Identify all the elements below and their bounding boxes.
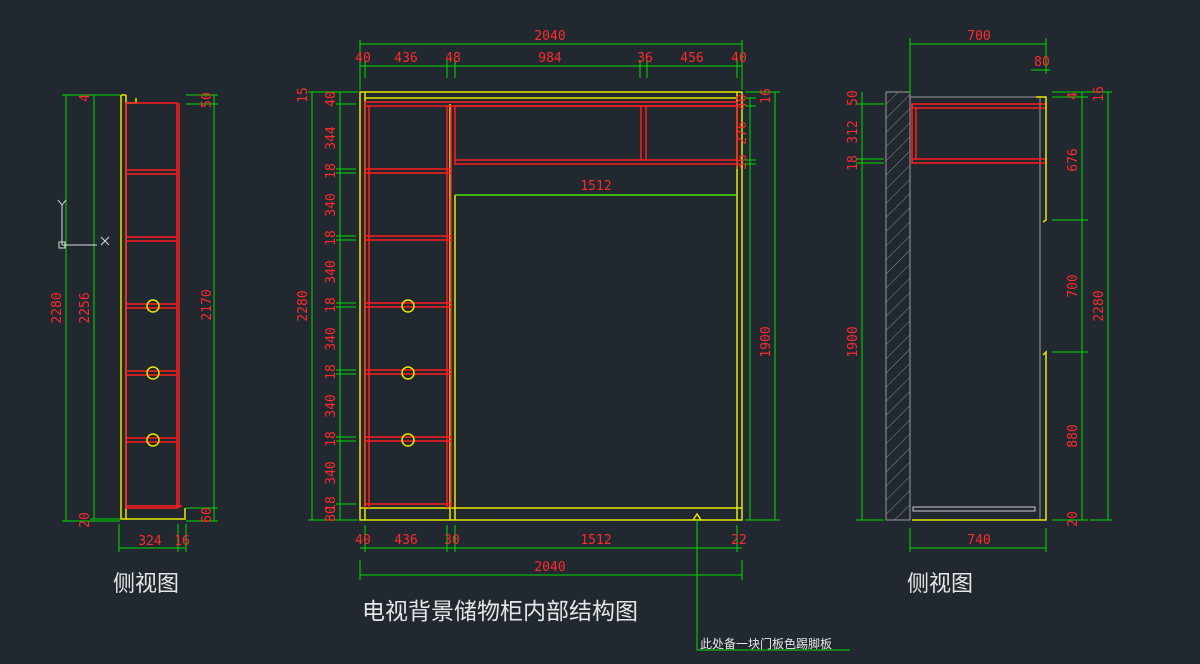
dim-main-left-seg-8: 18 (324, 297, 339, 313)
dim-main-top-total: 2040 (534, 29, 565, 44)
main-view-dimlines (308, 40, 850, 651)
main-view-shelves (364, 101, 738, 508)
dim-right-left-18: 18 (846, 155, 861, 171)
dim-left-4: 4 (78, 94, 93, 102)
dim-left-60: 60 (200, 507, 215, 523)
dim-right-700-top: 700 (967, 29, 990, 44)
dim-main-right-seg-4: 1900 (759, 326, 774, 357)
left-view-shelves (125, 102, 182, 509)
dim-main-left-seg-9: 340 (324, 327, 339, 350)
dim-main-bottom-seg-5: 22 (731, 533, 747, 548)
dim-main-bottom-seg-4: 1512 (580, 533, 611, 548)
dim-right-740: 740 (967, 533, 990, 548)
left-view-outline (120, 94, 186, 520)
dim-main-right-seg-2: 276 (735, 121, 750, 144)
right-view-shelves (911, 103, 1047, 164)
main-view-title: 电视背景储物柜内部结构图 (362, 599, 638, 625)
dim-left-324: 324 (138, 534, 162, 549)
dim-left-2170: 2170 (200, 289, 215, 320)
dim-right-right-16: 16 (1092, 86, 1107, 102)
dim-right-right-880: 880 (1066, 424, 1081, 447)
right-view-base (912, 506, 1036, 512)
dim-main-left-seg-12: 18 (324, 431, 339, 447)
dim-main-left-seg-4: 18 (324, 163, 339, 179)
main-view-dimtext: 2040 40 436 48 984 36 456 40 1512 40 436… (296, 29, 774, 575)
dim-main-left-seg-7: 340 (324, 260, 339, 283)
dim-main-left-seg-11: 340 (324, 394, 339, 417)
dim-main-top-seg-1: 40 (355, 51, 371, 66)
dim-main-bottom-total: 2040 (534, 560, 565, 575)
left-view-dimtext: 2280 2256 4 20 50 2170 60 324 16 (50, 92, 215, 549)
right-view-title: 侧视图 (907, 572, 974, 597)
dim-right-left-1900: 1900 (846, 326, 861, 357)
dim-main-top-seg-7: 40 (731, 51, 747, 66)
right-view-dimlines (856, 38, 1112, 552)
main-view-outline (359, 91, 743, 521)
dim-main-left-seg-15: 80 (324, 506, 339, 522)
dim-right-right-676: 676 (1066, 148, 1081, 171)
dim-left-2280: 2280 (50, 292, 65, 323)
dim-main-left-seg-1: 15 (296, 87, 311, 103)
left-view-title: 侧视图 (113, 572, 180, 597)
dim-left-20: 20 (78, 512, 93, 528)
dim-right-left-50: 50 (846, 90, 861, 106)
dim-main-top-seg-5: 36 (637, 51, 653, 66)
dim-main-right-seg-3: 36 (735, 154, 750, 170)
dim-main-left-seg-13: 340 (324, 461, 339, 484)
main-view-knobs (401, 299, 415, 447)
wall-section (885, 91, 911, 521)
dim-left-50: 50 (200, 92, 215, 108)
dim-left-16: 16 (174, 534, 190, 549)
right-view-doors (912, 96, 1047, 521)
dim-right-80: 80 (1034, 55, 1050, 70)
dim-main-right-seg-1: 40 (735, 94, 750, 110)
dim-main-top-seg-4: 984 (538, 51, 562, 66)
dim-right-right-2280: 2280 (1092, 290, 1107, 321)
dim-main-top-seg-3: 48 (445, 51, 461, 66)
dim-right-left-312: 312 (846, 120, 861, 143)
dim-main-left-seg-6: 18 (324, 230, 339, 246)
left-view-knobs (146, 299, 160, 447)
dim-main-bottom-seg-3: 30 (444, 533, 460, 548)
dim-main-left-seg-5: 340 (324, 193, 339, 216)
left-view-dimlines (62, 94, 218, 552)
dim-main-bottom-seg-2: 436 (394, 533, 417, 548)
right-view-frame (910, 96, 1041, 520)
dim-main-left-seg-3: 344 (324, 126, 339, 150)
ucs-icon (57, 199, 110, 249)
dim-main-left-seg-14: 18 (324, 496, 339, 512)
dim-main-left-total: 2280 (296, 290, 311, 321)
right-view-dimtext: 700 80 740 50 312 18 1900 4 676 700 880 … (846, 29, 1107, 548)
left-side-view: 2280 2256 4 20 50 2170 60 324 16 (50, 92, 218, 552)
right-side-view: 700 80 740 50 312 18 1900 4 676 700 880 … (846, 29, 1112, 552)
dim-main-bottom-seg-1: 40 (355, 533, 371, 548)
main-front-view: 2040 40 436 48 984 36 456 40 1512 40 436… (296, 29, 850, 651)
dim-main-inner: 1512 (580, 179, 611, 194)
dim-main-left-seg-10: 18 (324, 364, 339, 380)
dim-main-right-top: 16 (759, 88, 774, 104)
leader-note: 此处备一块门板色踢脚板 (700, 637, 833, 651)
dim-main-top-seg-6: 456 (680, 51, 703, 66)
dim-right-right-20: 20 (1066, 511, 1081, 527)
leader-arrow (692, 512, 702, 521)
dim-right-right-4: 4 (1066, 92, 1081, 100)
dim-main-top-seg-2: 436 (394, 51, 417, 66)
dim-right-right-700: 700 (1066, 274, 1081, 297)
dim-left-2256: 2256 (78, 292, 93, 323)
dim-main-left-seg-2: 40 (324, 91, 339, 107)
